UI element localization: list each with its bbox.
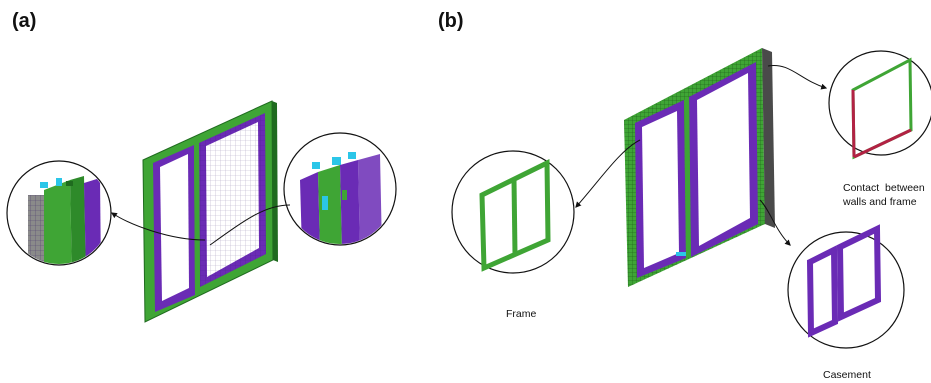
- connector-b-frame: [575, 139, 641, 208]
- connector-b-contact: [767, 64, 828, 90]
- detail-circle-right-a: [283, 132, 397, 246]
- right-sash-hatch: [199, 113, 266, 287]
- contact-bottom-edge: [853, 128, 912, 159]
- left-sash-glass: [160, 154, 189, 301]
- casement-detail-circle: [787, 224, 905, 349]
- connector-b-casement: [759, 199, 791, 246]
- casement-right: [836, 224, 882, 322]
- panel-a-window-model: [142, 100, 278, 323]
- frame-caption: Frame: [506, 308, 536, 320]
- detail-circle-left-a: [6, 160, 112, 266]
- casement-caption: Casement: [823, 369, 871, 381]
- window-frame-side: [272, 101, 278, 262]
- contact-detail-circle: [828, 50, 931, 160]
- connector-a-right: [209, 204, 291, 246]
- frame-detail-circle: [451, 150, 575, 274]
- panel-a-label: (a): [12, 10, 36, 32]
- b-mullion: [684, 97, 691, 258]
- casement-left: [806, 245, 839, 338]
- b-left-sash-glass: [642, 111, 679, 268]
- wall-side: [762, 48, 775, 228]
- contact-caption-line1: Contact between: [843, 182, 925, 194]
- panel-b-window-model: [624, 48, 775, 287]
- b-right-sash-glass: [697, 73, 750, 246]
- axis-glyph: [676, 252, 686, 256]
- contact-caption-line2: walls and frame: [842, 196, 917, 208]
- frame-outline: [479, 159, 551, 272]
- mullion: [194, 143, 200, 295]
- connector-a-left: [111, 212, 206, 241]
- panel-b-label: (b): [438, 10, 464, 32]
- frame-mullion: [511, 179, 518, 255]
- contact-left-edge: [851, 89, 856, 158]
